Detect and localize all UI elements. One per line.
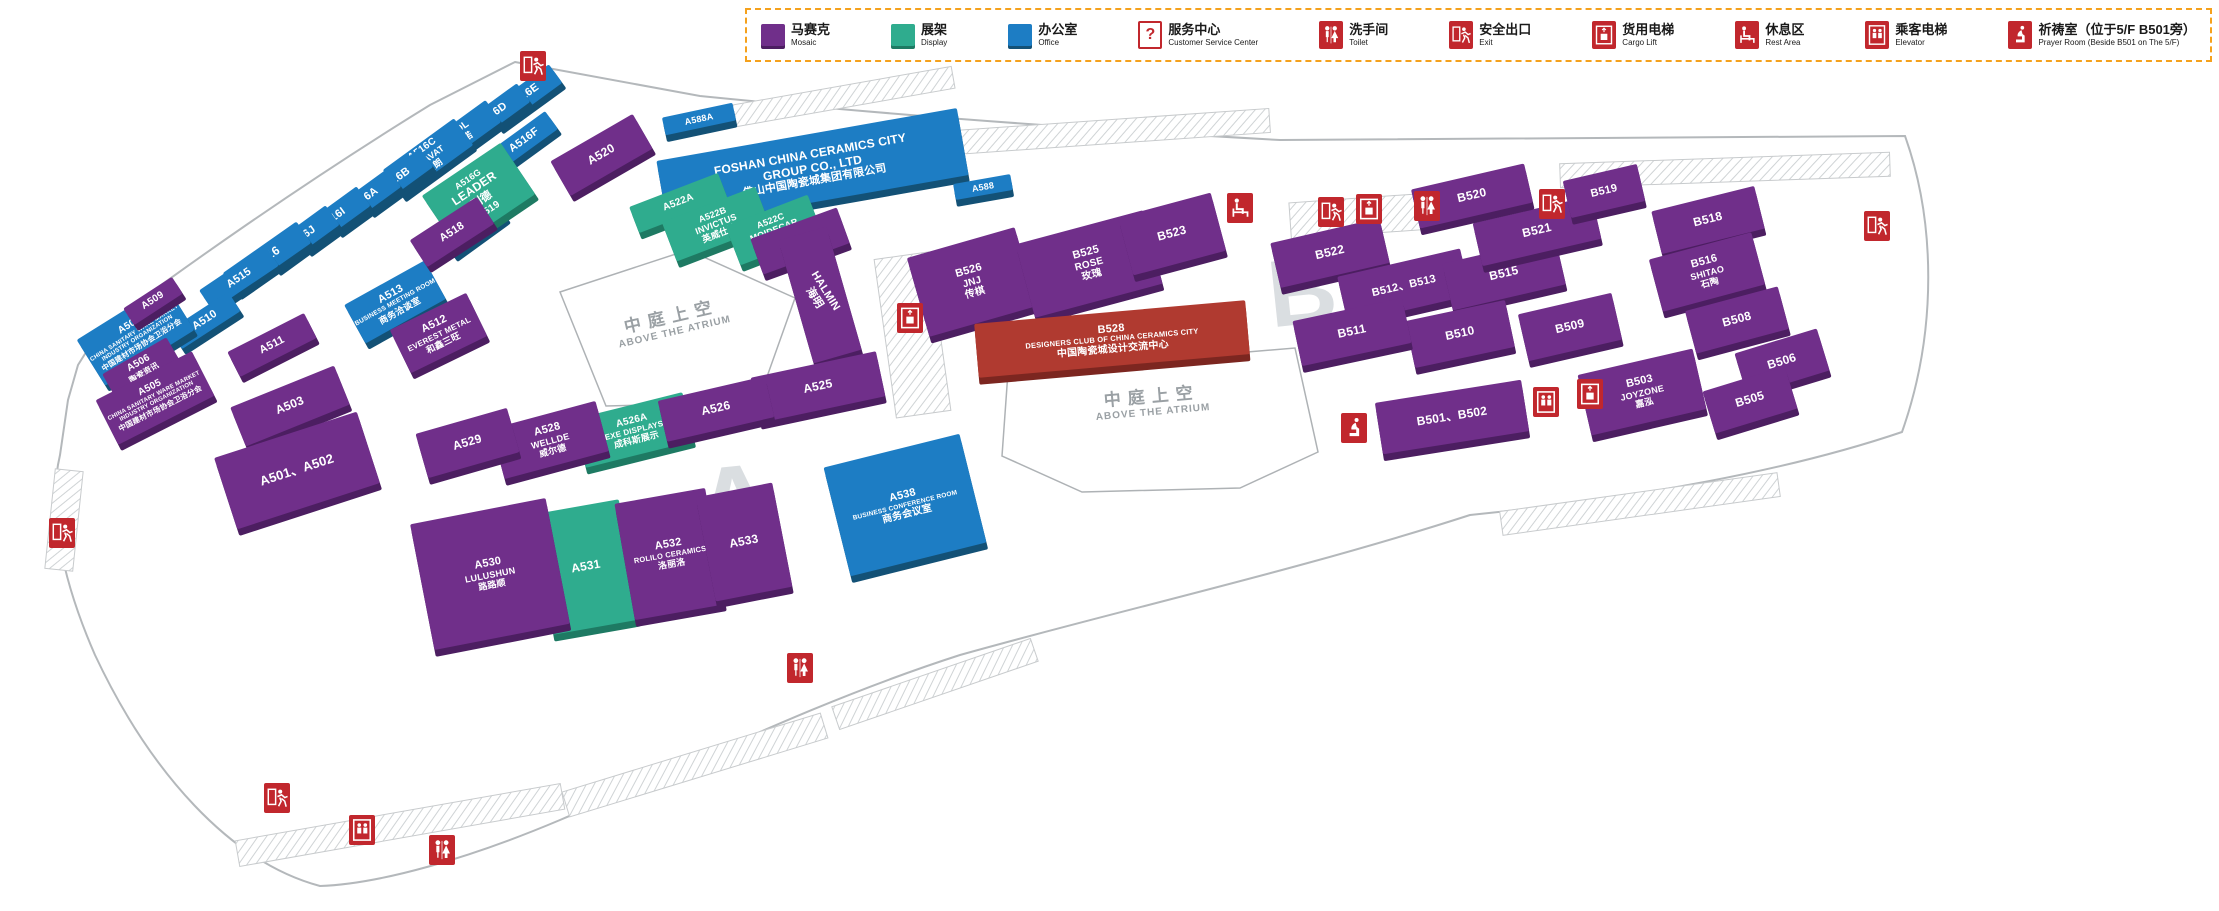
cargo-lift-icon <box>897 303 923 333</box>
elevator-icon <box>1533 387 1559 417</box>
legend-label-en: Prayer Room (Beside B501 on The 5/F) <box>2038 37 2180 47</box>
booth-label: B505 <box>1733 388 1766 411</box>
rest-area-icon <box>1735 21 1760 49</box>
booth-label: B519 <box>1589 181 1619 200</box>
exit-icon <box>264 783 290 813</box>
booth-label: A525 <box>801 376 834 397</box>
booth-label: B518 <box>1691 208 1724 230</box>
toilet-icon <box>429 835 455 865</box>
legend-label-zh: 安全出口 <box>1479 21 1532 37</box>
booth-label: B508 <box>1720 308 1753 330</box>
booth-label: B515 <box>1487 263 1520 284</box>
booth-label: A531 <box>570 556 602 576</box>
legend-label-zh: 展架 <box>921 21 948 37</box>
legend-label-en: Mosaic <box>791 37 817 47</box>
booth-label: A518 <box>437 219 467 245</box>
elevator-icon <box>1865 21 1890 49</box>
legend-label-zh: 马赛克 <box>791 21 831 37</box>
prayer-room-icon <box>2008 21 2033 49</box>
legend-label-zh: 服务中心 <box>1168 21 1221 37</box>
booth-label: A588A <box>683 110 715 127</box>
exit-icon <box>520 51 546 81</box>
booth-label: A588 <box>971 180 995 194</box>
exit-icon <box>1318 197 1344 227</box>
booth-label: A501、A502 <box>257 450 336 489</box>
booth-label: B511 <box>1336 321 1368 342</box>
display-color-swatch <box>891 24 916 46</box>
cargo-lift-icon <box>1577 379 1603 409</box>
exit-icon <box>49 518 75 548</box>
elevator-icon <box>349 815 375 845</box>
legend-label-en: Exit <box>1479 37 1493 47</box>
booth-label: A511 <box>257 333 287 357</box>
legend-label-en: Rest Area <box>1765 37 1801 47</box>
legend-label-en: Elevator <box>1895 37 1925 47</box>
legend-label-zh: 办公室 <box>1038 21 1078 37</box>
cargo-lift-icon <box>1592 21 1617 49</box>
booth-label: A533 <box>728 531 760 551</box>
exit-icon <box>1864 211 1890 241</box>
booth-label: B521 <box>1520 220 1553 241</box>
booth-label: B522 <box>1313 242 1346 263</box>
toilet-icon <box>1414 191 1440 221</box>
exit-icon <box>1539 189 1565 219</box>
legend-label-en: Office <box>1038 37 1060 47</box>
booth-label: A520 <box>584 140 617 168</box>
booth-label: B510 <box>1443 323 1476 344</box>
booth-label: 嘉泓 <box>1634 396 1655 410</box>
booth-label: B501、B502 <box>1415 403 1489 429</box>
customer-service-icon: ? <box>1138 21 1163 49</box>
legend-label-zh: 洗手间 <box>1349 21 1389 37</box>
toilet-icon <box>787 653 813 683</box>
atrium-voids <box>559 249 1319 493</box>
legend-label-zh: 祈祷室（位于5/F B501旁） <box>2038 21 2196 37</box>
toilet-icon <box>1319 21 1344 49</box>
legend-label: 祈祷室（位于5/F B501旁）Prayer Room (Beside B501… <box>2038 21 2196 47</box>
legend-label-en: Customer Service Center <box>1168 37 1259 47</box>
legend-label-en: Display <box>921 37 948 47</box>
booth-label: B509 <box>1553 316 1586 337</box>
booth-label: A529 <box>450 431 483 453</box>
legend-label-en: Cargo Lift <box>1622 37 1657 47</box>
mosaic-color-swatch <box>761 24 785 46</box>
legend-label-zh: 休息区 <box>1765 21 1805 37</box>
legend-label-zh: 乘客电梯 <box>1895 21 1948 37</box>
booth-label: B523 <box>1155 222 1188 244</box>
prayer-room-icon <box>1341 413 1367 443</box>
exit-icon <box>1449 21 1474 49</box>
legend-item-prayer-room-beside-b501-on-the-5-f: 祈祷室（位于5/F B501旁）Prayer Room (Beside B501… <box>2008 21 2196 49</box>
legend-label-en: Toilet <box>1349 37 1368 47</box>
booth-label: B512、B513 <box>1370 272 1438 299</box>
legend-label-zh: 货用电梯 <box>1622 21 1675 37</box>
booth-label: A503 <box>273 393 306 418</box>
rest-area-icon <box>1227 193 1253 223</box>
office-color-swatch <box>1008 24 1033 46</box>
booth-label: B520 <box>1455 185 1488 206</box>
booth-label: A526 <box>699 398 732 419</box>
cargo-lift-icon <box>1356 194 1382 224</box>
